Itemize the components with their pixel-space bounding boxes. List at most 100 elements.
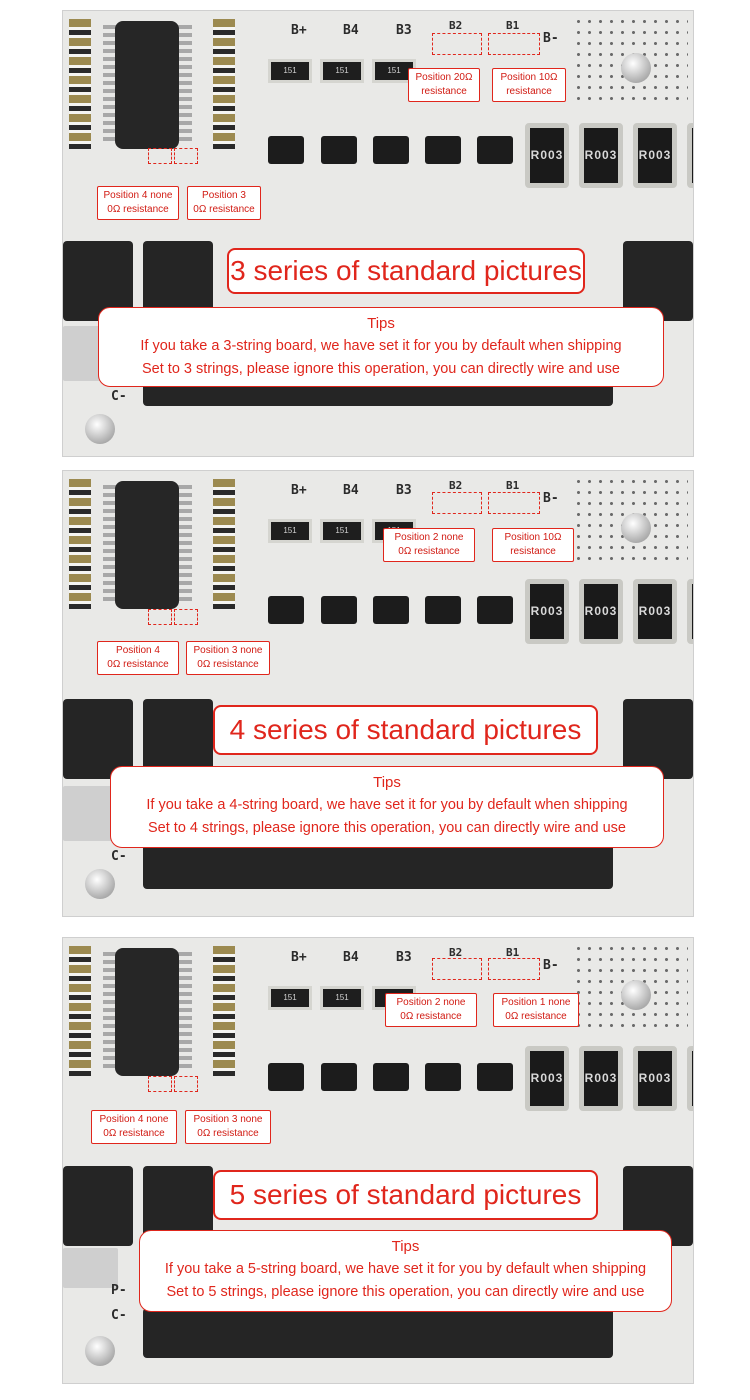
position-selector-4 (148, 1076, 172, 1092)
silk-b1: B1 (506, 19, 520, 32)
position-selector-b1 (488, 33, 540, 55)
mosfet (373, 596, 409, 624)
silk-b3: B3 (396, 950, 412, 965)
power-mosfet (143, 699, 213, 779)
mosfet (477, 136, 513, 164)
tips-box-4-series: Tips If you take a 4-string board, we ha… (110, 766, 664, 848)
mosfet (321, 136, 357, 164)
silk-b-plus: B+ (291, 950, 307, 965)
tips-title: Tips (391, 1238, 420, 1255)
silk-b2: B2 (449, 19, 463, 32)
position-selector-3 (174, 148, 198, 164)
silk-b1: B1 (506, 946, 520, 959)
mounting-hole (85, 869, 115, 899)
smd-component-column (69, 946, 91, 1076)
tips-line-1: If you take a 4-string board, we have se… (146, 797, 628, 813)
mosfet (373, 1063, 409, 1091)
mounting-hole (621, 53, 651, 83)
shunt-resistor-row: R003R003R003R003 (525, 1046, 693, 1111)
ic-chip (115, 481, 179, 609)
tips-line-2: Set to 4 strings, please ignore this ope… (148, 820, 626, 836)
terminal-pad (63, 786, 118, 841)
headline-3-series: 3 series of standard pictures (227, 248, 585, 294)
chip-pins (103, 952, 117, 1072)
mounting-hole (621, 980, 651, 1010)
tips-line-1: If you take a 3-string board, we have se… (140, 338, 622, 354)
chip-pins (103, 485, 117, 605)
silk-b4: B4 (343, 950, 359, 965)
callout-position-b2: Position 20Ω resistance (408, 68, 480, 102)
callout-position-b2: Position 2 none 0Ω resistance (385, 993, 477, 1027)
callout-position-3: Position 3 0Ω resistance (187, 186, 261, 220)
position-selector-4 (148, 148, 172, 164)
silk-b-plus: B+ (291, 483, 307, 498)
power-mosfet-row (143, 1308, 613, 1358)
position-selector-4 (148, 609, 172, 625)
headline-5-series: 5 series of standard pictures (213, 1170, 598, 1220)
tips-box-3-series: Tips If you take a 3-string board, we ha… (98, 307, 664, 387)
silk-b-minus: B- (543, 31, 559, 46)
smd-component-column (213, 19, 235, 149)
silk-b3: B3 (396, 483, 412, 498)
callout-position-4: Position 4 none 0Ω resistance (97, 186, 179, 220)
callout-position-b1: Position 1 none 0Ω resistance (493, 993, 579, 1027)
terminal-pad (63, 1248, 118, 1288)
mounting-hole (85, 414, 115, 444)
position-selector-b2 (432, 958, 482, 980)
callout-position-4: Position 4 0Ω resistance (97, 641, 179, 675)
ic-chip (115, 21, 179, 149)
chip-pins (103, 25, 117, 145)
smd-component-column (213, 479, 235, 609)
callout-position-b2: Position 2 none 0Ω resistance (383, 528, 475, 562)
position-selector-b2 (432, 492, 482, 514)
silk-p-minus: P- (111, 1283, 127, 1298)
silk-b4: B4 (343, 23, 359, 38)
mosfet (425, 596, 461, 624)
silk-b2: B2 (449, 946, 463, 959)
mosfet (373, 136, 409, 164)
silk-b-minus: B- (543, 491, 559, 506)
mounting-hole (621, 513, 651, 543)
mosfet (268, 1063, 304, 1091)
mosfet (321, 1063, 357, 1091)
mosfet (268, 136, 304, 164)
chip-pins (178, 25, 192, 145)
tips-title: Tips (367, 315, 395, 332)
callout-position-b1: Position 10Ω resistance (492, 528, 574, 562)
smd-component-column (213, 946, 235, 1076)
position-selector-b1 (488, 492, 540, 514)
smd-component-column (69, 479, 91, 609)
smd-component-column (69, 19, 91, 149)
position-selector-3 (174, 609, 198, 625)
chip-pins (178, 485, 192, 605)
mosfet (321, 596, 357, 624)
silk-b1: B1 (506, 479, 520, 492)
callout-position-3: Position 3 none 0Ω resistance (186, 641, 270, 675)
shunt-resistor-row: R003R003R003R003 (525, 123, 693, 188)
shunt-resistor-row: R003R003R003R003 (525, 579, 693, 644)
silk-b-plus: B+ (291, 23, 307, 38)
position-selector-b1 (488, 958, 540, 980)
mosfet (425, 136, 461, 164)
silk-b3: B3 (396, 23, 412, 38)
callout-position-4: Position 4 none 0Ω resistance (91, 1110, 177, 1144)
mosfet (268, 596, 304, 624)
mosfet (425, 1063, 461, 1091)
position-selector-b2 (432, 33, 482, 55)
mosfet (477, 1063, 513, 1091)
position-selector-3 (174, 1076, 198, 1092)
tips-box-5-series: Tips If you take a 5-string board, we ha… (139, 1230, 672, 1312)
silk-b4: B4 (343, 483, 359, 498)
silk-c-minus: C- (111, 1308, 127, 1323)
callout-position-3: Position 3 none 0Ω resistance (185, 1110, 271, 1144)
tips-line-2: Set to 5 strings, please ignore this ope… (166, 1284, 645, 1300)
chip-pins (178, 952, 192, 1072)
power-mosfet (63, 1166, 133, 1246)
power-mosfet (63, 699, 133, 779)
tips-title: Tips (373, 774, 401, 791)
silk-c-minus: C- (111, 389, 127, 404)
